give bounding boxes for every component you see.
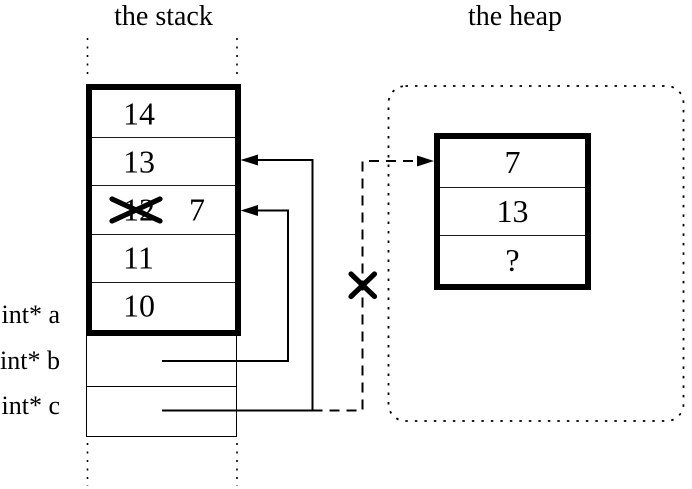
heap-title: the heap bbox=[467, 1, 563, 32]
stack-cell-overwritten: 12 7 bbox=[92, 186, 235, 235]
stack-cell: 14 bbox=[92, 90, 235, 139]
stack-cell-value: 13 bbox=[123, 143, 155, 180]
stack-cell-value: 14 bbox=[123, 95, 155, 132]
pointer-b-arrowhead-icon bbox=[240, 205, 258, 216]
stack-cell: 10 bbox=[92, 283, 235, 330]
stack-cell: 11 bbox=[92, 235, 235, 283]
stack-cell-value: 11 bbox=[123, 239, 154, 276]
stack-cell-old-value: 12 bbox=[123, 191, 155, 228]
stack-title: the stack bbox=[114, 1, 213, 32]
heap-cell-value: 7 bbox=[440, 139, 585, 188]
dangling-pointer-arrowhead-icon bbox=[417, 155, 434, 167]
dangling-pointer-dashed-line bbox=[312, 160, 419, 412]
heap-cell-value: ? bbox=[505, 241, 520, 278]
stack-cell: 13 bbox=[92, 138, 235, 187]
pointer-variable-cells-box bbox=[86, 336, 237, 437]
stack-frame-box: 14 13 12 7 11 10 bbox=[86, 84, 241, 336]
heap-block-box: 7 13 ? bbox=[434, 133, 591, 290]
pointer-var-label-b: int* b bbox=[0, 346, 60, 375]
heap-cell-value: 13 bbox=[440, 188, 585, 237]
pointer-cell-b bbox=[87, 336, 236, 387]
pointer-var-label-a: int* a bbox=[1, 300, 61, 329]
pointer-cell-c bbox=[87, 387, 236, 437]
stack-cell-value: 10 bbox=[123, 287, 155, 324]
pointer-c-arrowhead-icon bbox=[240, 154, 258, 166]
dangling-pointer-x-icon bbox=[348, 271, 378, 300]
stack-cell-new-value: 7 bbox=[189, 191, 205, 228]
pointer-var-label-c: int* c bbox=[1, 391, 61, 420]
